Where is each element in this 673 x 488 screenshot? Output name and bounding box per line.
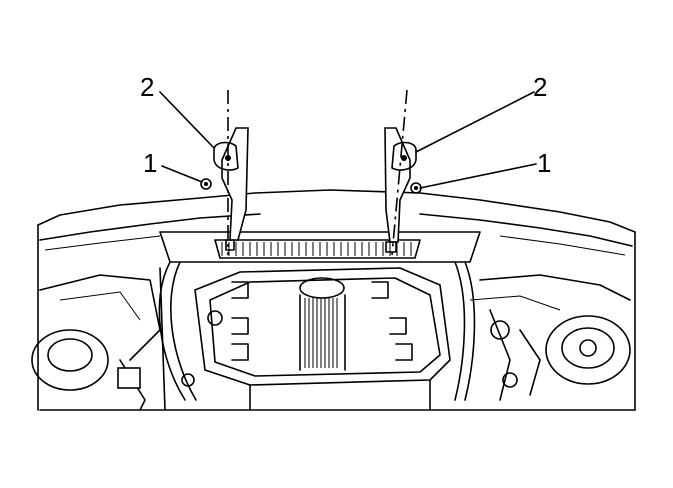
engine-cover bbox=[194, 267, 451, 411]
left-bolt bbox=[200, 178, 212, 190]
vehicle-body-outline bbox=[37, 189, 636, 411]
left-strut-tower bbox=[31, 274, 161, 411]
right-strut-tower bbox=[469, 274, 631, 401]
right-bolt bbox=[410, 182, 422, 194]
right-hood-hinge bbox=[384, 127, 417, 253]
cowl-grille bbox=[159, 231, 481, 263]
callout-1-left: 1 bbox=[143, 148, 157, 178]
hoses-right bbox=[454, 261, 518, 401]
callout-2-right: 2 bbox=[533, 72, 547, 102]
hoses-left bbox=[158, 261, 197, 411]
callout-2-left: 2 bbox=[140, 72, 154, 102]
right-alignment-line bbox=[391, 89, 408, 256]
callout-1-right: 1 bbox=[537, 148, 551, 178]
alignment-lines bbox=[227, 89, 408, 256]
leader-lines bbox=[159, 91, 537, 189]
